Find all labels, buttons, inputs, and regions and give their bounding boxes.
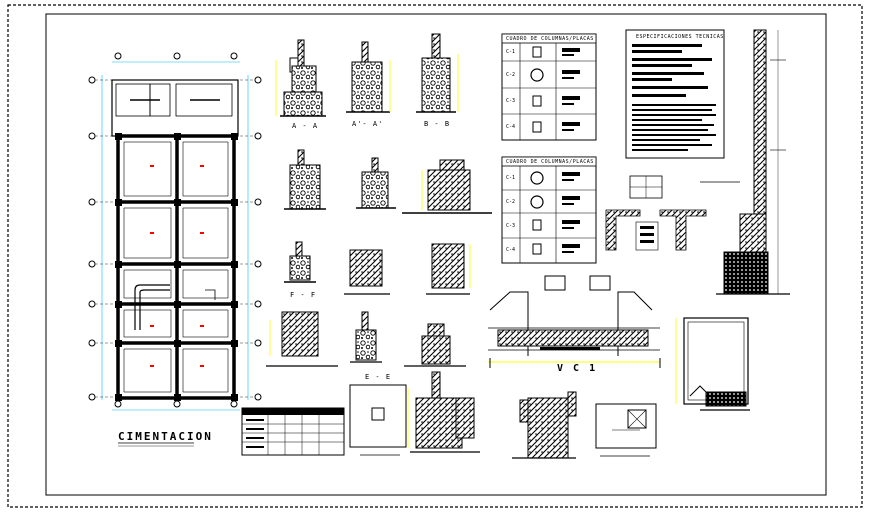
column-id: C-2 xyxy=(506,72,516,78)
footing-section-bb xyxy=(416,33,459,113)
footing-plan-detail xyxy=(349,384,407,456)
section-label-bb: B - B xyxy=(424,120,451,128)
footing-schedule-table xyxy=(241,407,345,456)
tank-plan-detail xyxy=(595,403,657,457)
footing-section-aa xyxy=(275,39,326,117)
column-id: C-2 xyxy=(506,199,516,205)
column-id: C-4 xyxy=(506,124,516,130)
section-label-aa: A - A xyxy=(292,122,319,130)
sheet-frame xyxy=(45,13,827,496)
wall-footing-detail xyxy=(512,391,577,459)
section-label-aa-prime: A'- A' xyxy=(352,120,384,128)
foundation-plan xyxy=(88,52,262,447)
column-id: C-1 xyxy=(506,175,516,181)
beam-details-small xyxy=(605,175,707,251)
technical-specifications xyxy=(625,29,725,159)
beam-title: V C 1 xyxy=(557,363,598,374)
section-label-ff: F - F xyxy=(290,291,317,299)
plan-title: CIMENTACION xyxy=(118,430,213,443)
footing-section-row4 xyxy=(266,311,466,367)
footing-section-large xyxy=(407,371,480,453)
column-id: C-4 xyxy=(506,247,516,253)
wall-section-right xyxy=(700,29,790,295)
section-label-ee: E - E xyxy=(365,373,392,381)
footing-section-aa-prime xyxy=(346,41,391,113)
beam-vc1-elevation xyxy=(488,275,661,368)
column-table-1-title: CUADRO DE COLUMNAS/PLACAS xyxy=(506,36,594,42)
column-table-2-title: CUADRO DE COLUMNAS/PLACAS xyxy=(506,159,594,165)
footing-section-row3 xyxy=(284,241,471,295)
column-id: C-3 xyxy=(506,223,516,229)
sheet-border xyxy=(7,4,863,508)
footing-section-row2 xyxy=(284,149,492,214)
column-table-2 xyxy=(501,156,597,264)
column-id: C-3 xyxy=(506,98,516,104)
column-id: C-1 xyxy=(506,49,516,55)
specs-title: ESPECIFICACIONES TECNICAS xyxy=(636,34,724,40)
cistern-section xyxy=(675,317,750,411)
column-table-1 xyxy=(501,33,597,141)
